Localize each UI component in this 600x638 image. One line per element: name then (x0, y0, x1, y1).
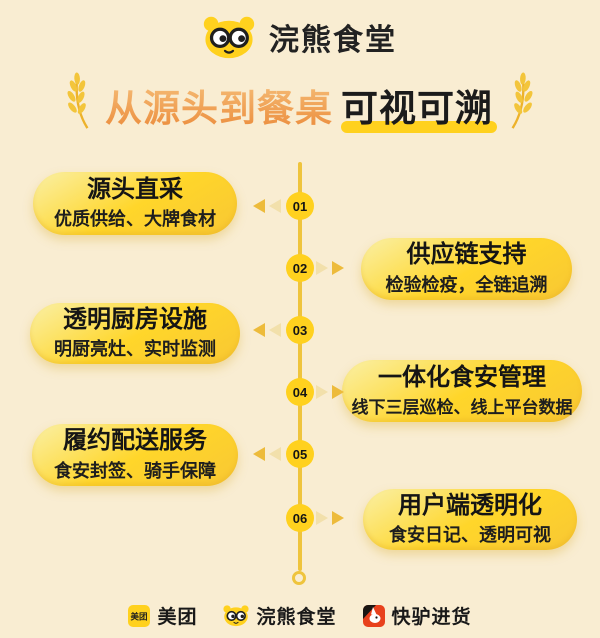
step-card-05: 履约配送服务 食安封签、骑手保障 (32, 424, 238, 486)
step-card-01: 源头直采 优质供给、大牌食材 (33, 172, 237, 235)
arrow-left-icon (253, 447, 265, 461)
title-highlight-text: 可视可溯 (339, 78, 497, 133)
arrow-right-icon (316, 385, 328, 399)
arrow-right-icon (332, 385, 344, 399)
timeline-node-05: 05 (286, 440, 314, 468)
step-subtitle: 检验检疫，全链追溯 (385, 274, 548, 295)
meituan-icon-text: 美团 (131, 611, 148, 621)
timeline-node-01: 01 (286, 192, 314, 220)
arrow-right-icon (316, 261, 328, 275)
footer-brands: 美团 美团 浣熊食堂 (0, 602, 600, 629)
step-title: 履约配送服务 (63, 427, 207, 455)
arrow-right-icon (332, 261, 344, 275)
arrow-left-icon (253, 199, 265, 213)
timeline-node-04: 04 (286, 378, 314, 406)
step-title: 一体化食安管理 (378, 363, 546, 391)
wheat-right-icon (511, 72, 533, 129)
timeline-line (298, 162, 302, 571)
step-card-04: 一体化食安管理 线下三层巡检、线上平台数据 (342, 360, 582, 422)
brand-raccoon-canteen: 浣熊食堂 (223, 602, 336, 629)
timeline-end-ring (292, 571, 306, 585)
step-title: 透明厨房设施 (63, 305, 207, 333)
arrow-left-icon (269, 199, 281, 213)
step-subtitle: 明厨亮灶、实时监测 (54, 339, 216, 360)
timeline-node-03: 03 (286, 316, 314, 344)
step-subtitle: 优质供给、大牌食材 (54, 209, 216, 230)
step-card-02: 供应链支持 检验检疫，全链追溯 (361, 238, 572, 300)
meituan-icon: 美团 (128, 604, 151, 627)
arrow-left-icon (253, 323, 265, 337)
raccoon-icon (223, 605, 250, 627)
brand-meituan: 美团 美团 (128, 602, 197, 629)
arrow-right-icon (316, 511, 328, 525)
header-logo-text: 浣熊食堂 (269, 24, 397, 57)
kuailv-donkey-icon (362, 604, 385, 627)
step-title: 源头直采 (87, 175, 183, 203)
raccoon-logo-icon (203, 16, 255, 59)
step-subtitle: 食安封签、骑手保障 (54, 460, 216, 481)
brand-label: 快驴进货 (391, 607, 472, 628)
step-subtitle: 食安日记、透明可视 (389, 525, 551, 546)
brand-label: 美团 (157, 607, 198, 628)
main-title: 从源头到餐桌 可视可溯 (0, 72, 600, 134)
wheat-left-icon (67, 72, 89, 129)
step-card-06: 用户端透明化 食安日记、透明可视 (363, 489, 577, 550)
arrow-left-icon (269, 447, 281, 461)
timeline-node-02: 02 (286, 254, 314, 282)
step-title: 用户端透明化 (398, 491, 542, 519)
timeline-node-06: 06 (286, 504, 314, 532)
title-gradient-text: 从源头到餐桌 (105, 78, 333, 132)
step-card-03: 透明厨房设施 明厨亮灶、实时监测 (30, 303, 240, 364)
header: 浣熊食堂 (0, 14, 600, 60)
arrow-right-icon (332, 511, 344, 525)
brand-kuailv: 快驴进货 (362, 602, 472, 629)
step-subtitle: 线下三层巡检、线上平台数据 (351, 398, 573, 418)
step-title: 供应链支持 (406, 241, 527, 269)
brand-label: 浣熊食堂 (256, 607, 337, 628)
arrow-left-icon (269, 323, 281, 337)
